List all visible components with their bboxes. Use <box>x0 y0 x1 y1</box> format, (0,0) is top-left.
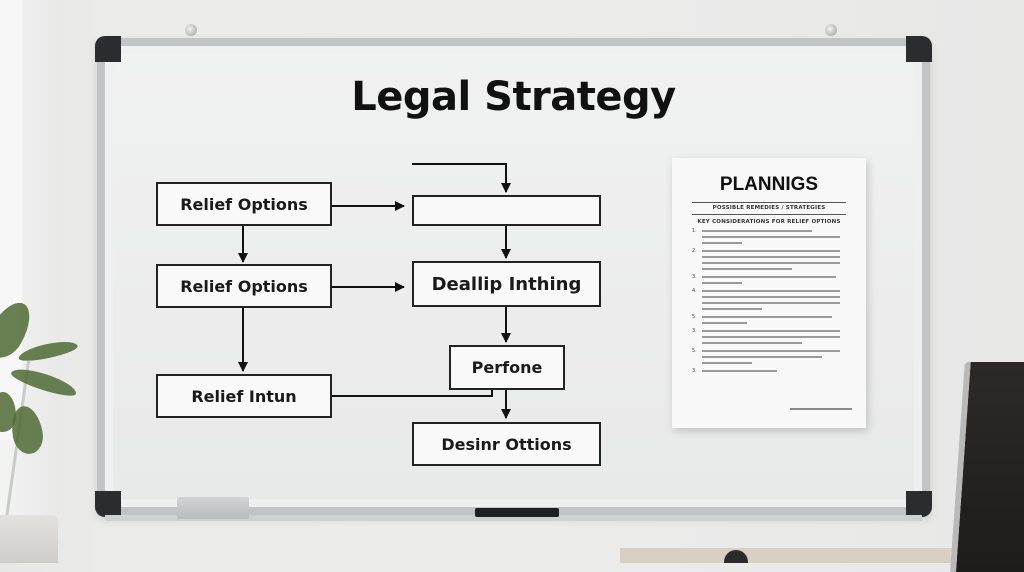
list-number: 2. <box>692 248 697 254</box>
document-signature <box>790 408 852 410</box>
mouse <box>724 550 748 563</box>
hook-icon <box>185 24 197 36</box>
board-title: Legal Strategy <box>351 74 676 120</box>
list-number: 4. <box>692 288 697 294</box>
marker-tray <box>105 515 922 521</box>
corner-cap <box>906 491 932 517</box>
document-title: PLANNIGS <box>719 174 819 195</box>
flow-node-relief-options-1: Relief Options <box>156 182 332 226</box>
list-number: 5. <box>692 348 697 354</box>
flow-node-deallip-inthing: Deallip Inthing <box>412 261 601 307</box>
hook-icon <box>825 24 837 36</box>
planning-document: PLANNIGS POSSIBLE REMEDIES / STRATEGIES … <box>672 158 866 428</box>
plant-pot <box>0 515 58 563</box>
desk <box>620 548 960 563</box>
list-number: 3. <box>692 328 697 334</box>
list-number: 1. <box>692 228 697 234</box>
document-subtitle: POSSIBLE REMEDIES / STRATEGIES <box>712 205 826 211</box>
marker <box>475 508 559 517</box>
corner-cap <box>906 36 932 62</box>
document-heading: KEY CONSIDERATIONS FOR RELIEF OPTIONS <box>697 219 841 225</box>
document-rule <box>692 214 846 215</box>
list-number: 3. <box>692 368 697 374</box>
list-number: 3. <box>692 274 697 280</box>
flow-node-empty <box>412 195 601 226</box>
flow-node-perfone: Perfone <box>449 345 565 390</box>
list-number: 5. <box>692 314 697 320</box>
plant-leaf <box>0 392 16 432</box>
document-rule <box>692 202 846 203</box>
flow-node-desinr-ottions: Desinr Ottions <box>412 422 601 466</box>
flow-node-relief-intun: Relief Intun <box>156 374 332 418</box>
eraser <box>177 497 249 519</box>
corner-cap <box>95 491 121 517</box>
flow-node-relief-options-2: Relief Options <box>156 264 332 308</box>
corner-cap <box>95 36 121 62</box>
